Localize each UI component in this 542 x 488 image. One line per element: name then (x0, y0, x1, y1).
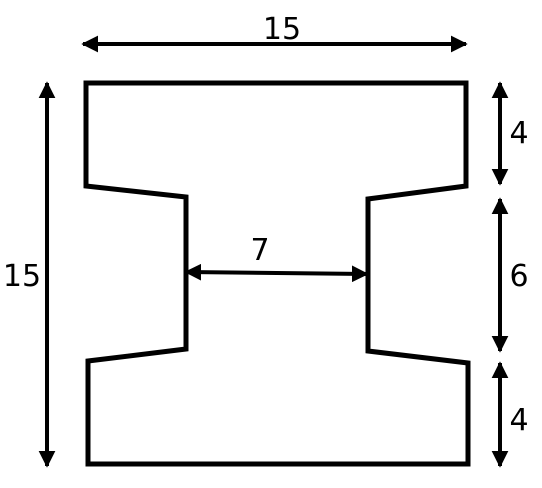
web-width-label: 7 (250, 233, 269, 268)
top-flange-label: 4 (509, 116, 528, 151)
left-height-label: 15 (3, 259, 41, 294)
top-width-label: 15 (263, 12, 301, 47)
web-width-arrow (184, 263, 369, 283)
bottom-flange-label: 4 (509, 403, 528, 438)
i-beam-outline (83, 80, 471, 467)
web-height-label: 6 (509, 259, 528, 294)
